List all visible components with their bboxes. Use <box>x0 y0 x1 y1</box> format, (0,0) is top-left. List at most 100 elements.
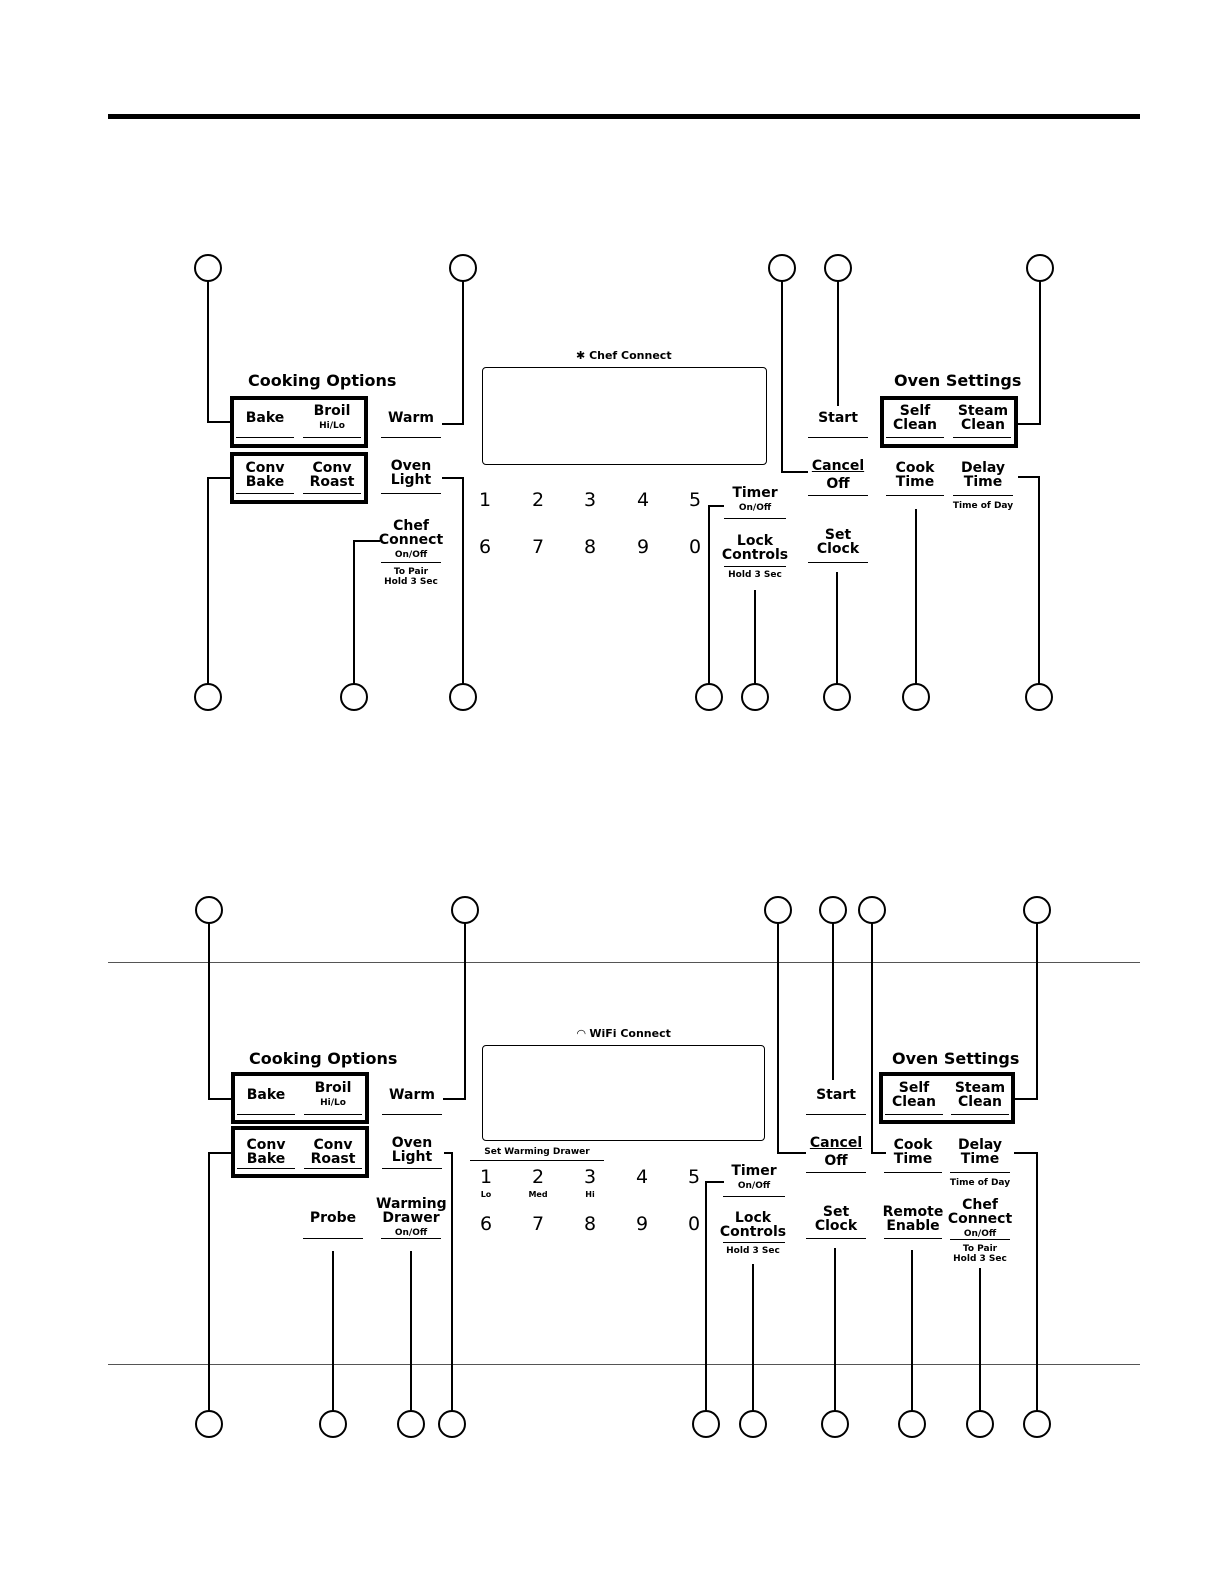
self-clean-line1: Self <box>899 403 931 419</box>
conv-bake-line1: Conv <box>245 460 285 476</box>
callout-circle <box>449 683 477 711</box>
cancel-label: Cancel <box>809 1135 863 1151</box>
key-9[interactable]: 9 <box>636 536 650 558</box>
key-8[interactable]: 8 <box>583 536 597 558</box>
delay-time-line2: Time <box>960 1151 1000 1167</box>
bake-button[interactable]: Bake <box>236 411 294 425</box>
underline <box>806 1114 866 1115</box>
warming-drawer-sub: On/Off <box>394 1228 428 1238</box>
bake-label: Bake <box>246 1087 286 1103</box>
oven-settings-heading: Oven Settings <box>894 371 1022 390</box>
display-label: WiFi Connect <box>589 1027 671 1040</box>
callout-circle <box>1026 254 1054 282</box>
key-7[interactable]: 7 <box>531 1213 545 1235</box>
underline <box>953 437 1011 438</box>
key-2[interactable]: 2 <box>531 1166 545 1188</box>
key-0[interactable]: 0 <box>688 536 702 558</box>
warming-drawer-line2: Drawer <box>382 1210 440 1226</box>
underline <box>884 1172 942 1173</box>
underline <box>382 1114 442 1115</box>
key-9[interactable]: 9 <box>635 1213 649 1235</box>
chef-connect-sub: On/Off <box>963 1229 997 1239</box>
steam-clean-line1: Steam <box>954 1080 1006 1096</box>
callout-circle <box>739 1410 767 1438</box>
key-1[interactable]: 1 <box>479 1166 493 1188</box>
key-3[interactable]: 3 <box>583 489 597 511</box>
key-5[interactable]: 5 <box>688 489 702 511</box>
underline <box>950 1239 1010 1240</box>
conv-group <box>230 452 368 504</box>
key-6[interactable]: 6 <box>478 536 492 558</box>
key-2-sub: Med <box>528 1190 548 1199</box>
callout-circle <box>824 254 852 282</box>
start-button[interactable]: Start <box>808 411 868 425</box>
key-0[interactable]: 0 <box>687 1213 701 1235</box>
key-4[interactable]: 4 <box>635 1166 649 1188</box>
underline <box>303 1238 363 1239</box>
warm-button[interactable]: Warm <box>382 1088 442 1102</box>
callout-circle <box>397 1410 425 1438</box>
underline <box>237 1114 295 1115</box>
key-1[interactable]: 1 <box>478 489 492 511</box>
key-3[interactable]: 3 <box>583 1166 597 1188</box>
broil-label: Broil <box>313 403 351 419</box>
leader-line <box>443 923 466 1100</box>
key-8[interactable]: 8 <box>583 1213 597 1235</box>
warm-label: Warm <box>388 410 434 426</box>
conv-bake-line2: Bake <box>246 1151 286 1167</box>
key-5[interactable]: 5 <box>687 1166 701 1188</box>
chef-connect-line1: Chef <box>393 518 429 534</box>
set-clock-line2: Clock <box>814 1218 858 1234</box>
off-label: Off <box>824 1153 848 1169</box>
leader-line <box>1015 923 1038 1100</box>
warm-button[interactable]: Warm <box>381 411 441 425</box>
start-button[interactable]: Start <box>806 1088 866 1102</box>
key-6[interactable]: 6 <box>479 1213 493 1235</box>
underline <box>884 1238 942 1239</box>
callout-circle <box>438 1410 466 1438</box>
key-4[interactable]: 4 <box>636 489 650 511</box>
bake-button[interactable]: Bake <box>237 1088 295 1102</box>
key-2[interactable]: 2 <box>531 489 545 511</box>
callout-circle <box>449 254 477 282</box>
probe-button[interactable]: Probe <box>303 1211 363 1225</box>
callout-circle <box>195 896 223 924</box>
key-7[interactable]: 7 <box>531 536 545 558</box>
hold-line2: Hold 3 Sec <box>384 577 438 587</box>
bluetooth-icon: ✱ <box>576 349 586 362</box>
underline <box>304 1168 362 1169</box>
leader-line <box>705 1181 724 1411</box>
chef-connect-line2: Connect <box>378 532 444 548</box>
callout-circle <box>319 1410 347 1438</box>
